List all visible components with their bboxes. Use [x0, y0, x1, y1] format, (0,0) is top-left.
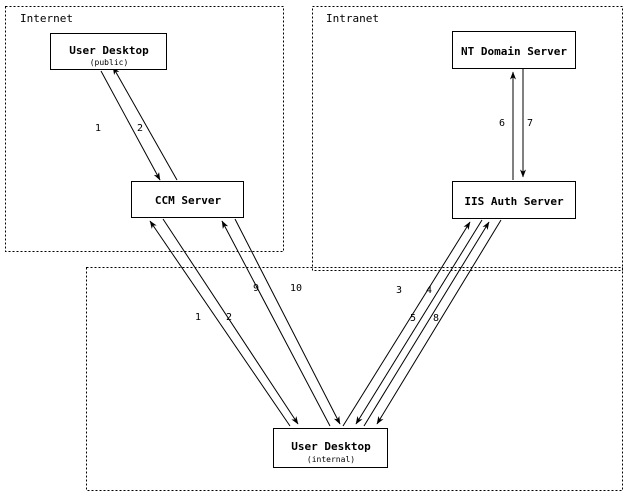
zone-lower-group	[86, 267, 623, 491]
edge-label-7: 7	[527, 118, 533, 129]
flow-9-internal-to-ccm	[221, 220, 331, 427]
flow-3-internal-to-iis	[342, 221, 471, 427]
ccm-server-title: CCM Server	[155, 194, 222, 207]
node-iis-auth-server[interactable]: IIS Auth Server	[452, 181, 576, 219]
edge-label-6: 6	[499, 118, 505, 129]
zone-lower-box	[86, 267, 623, 491]
flow-8-iis-to-internal	[376, 219, 502, 425]
edge-label-1-bottom: 1	[195, 312, 201, 323]
user-desktop-internal-title: User Desktop	[291, 440, 371, 453]
edge-label-1-top: 1	[95, 123, 101, 134]
node-ccm-server[interactable]: CCM Server	[131, 181, 244, 218]
edge-label-8: 8	[433, 313, 439, 324]
zone-intranet-label: Intranet	[326, 12, 379, 25]
user-desktop-internal-subtitle: (internal)	[307, 455, 355, 464]
zone-intranet-box	[312, 6, 623, 271]
flow-1-desktop-to-ccm	[100, 70, 161, 181]
flow-2-ccm-to-internal	[162, 218, 299, 425]
nt-domain-server-title: NT Domain Server	[461, 45, 567, 58]
edge-label-9: 9	[253, 283, 259, 294]
edge-label-10: 10	[290, 283, 302, 294]
zone-internet-group: Internet	[5, 6, 284, 252]
zone-internet-box	[5, 6, 284, 252]
edge-labels-group: 1 2 6 7 9 10 1 2 3 4 5 8	[95, 118, 533, 324]
iis-auth-server-title: IIS Auth Server	[464, 195, 564, 208]
user-desktop-public-box[interactable]	[50, 33, 167, 70]
flow-1-internal-to-ccm	[149, 220, 291, 427]
iis-auth-server-box[interactable]	[452, 181, 576, 219]
nt-domain-server-box[interactable]	[452, 31, 576, 69]
flow-5-internal-to-iis	[363, 221, 490, 427]
edge-label-4: 4	[426, 285, 432, 296]
edge-label-5: 5	[410, 313, 416, 324]
zone-intranet-group: Intranet	[312, 6, 623, 271]
node-nt-domain-server[interactable]: NT Domain Server	[452, 31, 576, 69]
zone-internet-label: Internet	[20, 12, 73, 25]
edge-label-2-bottom: 2	[226, 312, 232, 323]
node-user-desktop-public[interactable]: User Desktop (public)	[50, 33, 167, 70]
edge-label-3: 3	[396, 285, 402, 296]
user-desktop-internal-box[interactable]	[273, 428, 388, 468]
node-user-desktop-internal[interactable]: User Desktop (internal)	[273, 428, 388, 468]
flow-4-iis-to-internal	[355, 219, 483, 425]
edge-label-2-top: 2	[137, 123, 143, 134]
user-desktop-public-title: User Desktop	[69, 44, 149, 57]
flow-10-ccm-to-internal	[234, 218, 341, 425]
flow-2-ccm-to-desktop	[112, 66, 178, 181]
user-desktop-public-subtitle: (public)	[90, 58, 129, 67]
ccm-server-box[interactable]	[131, 181, 244, 218]
